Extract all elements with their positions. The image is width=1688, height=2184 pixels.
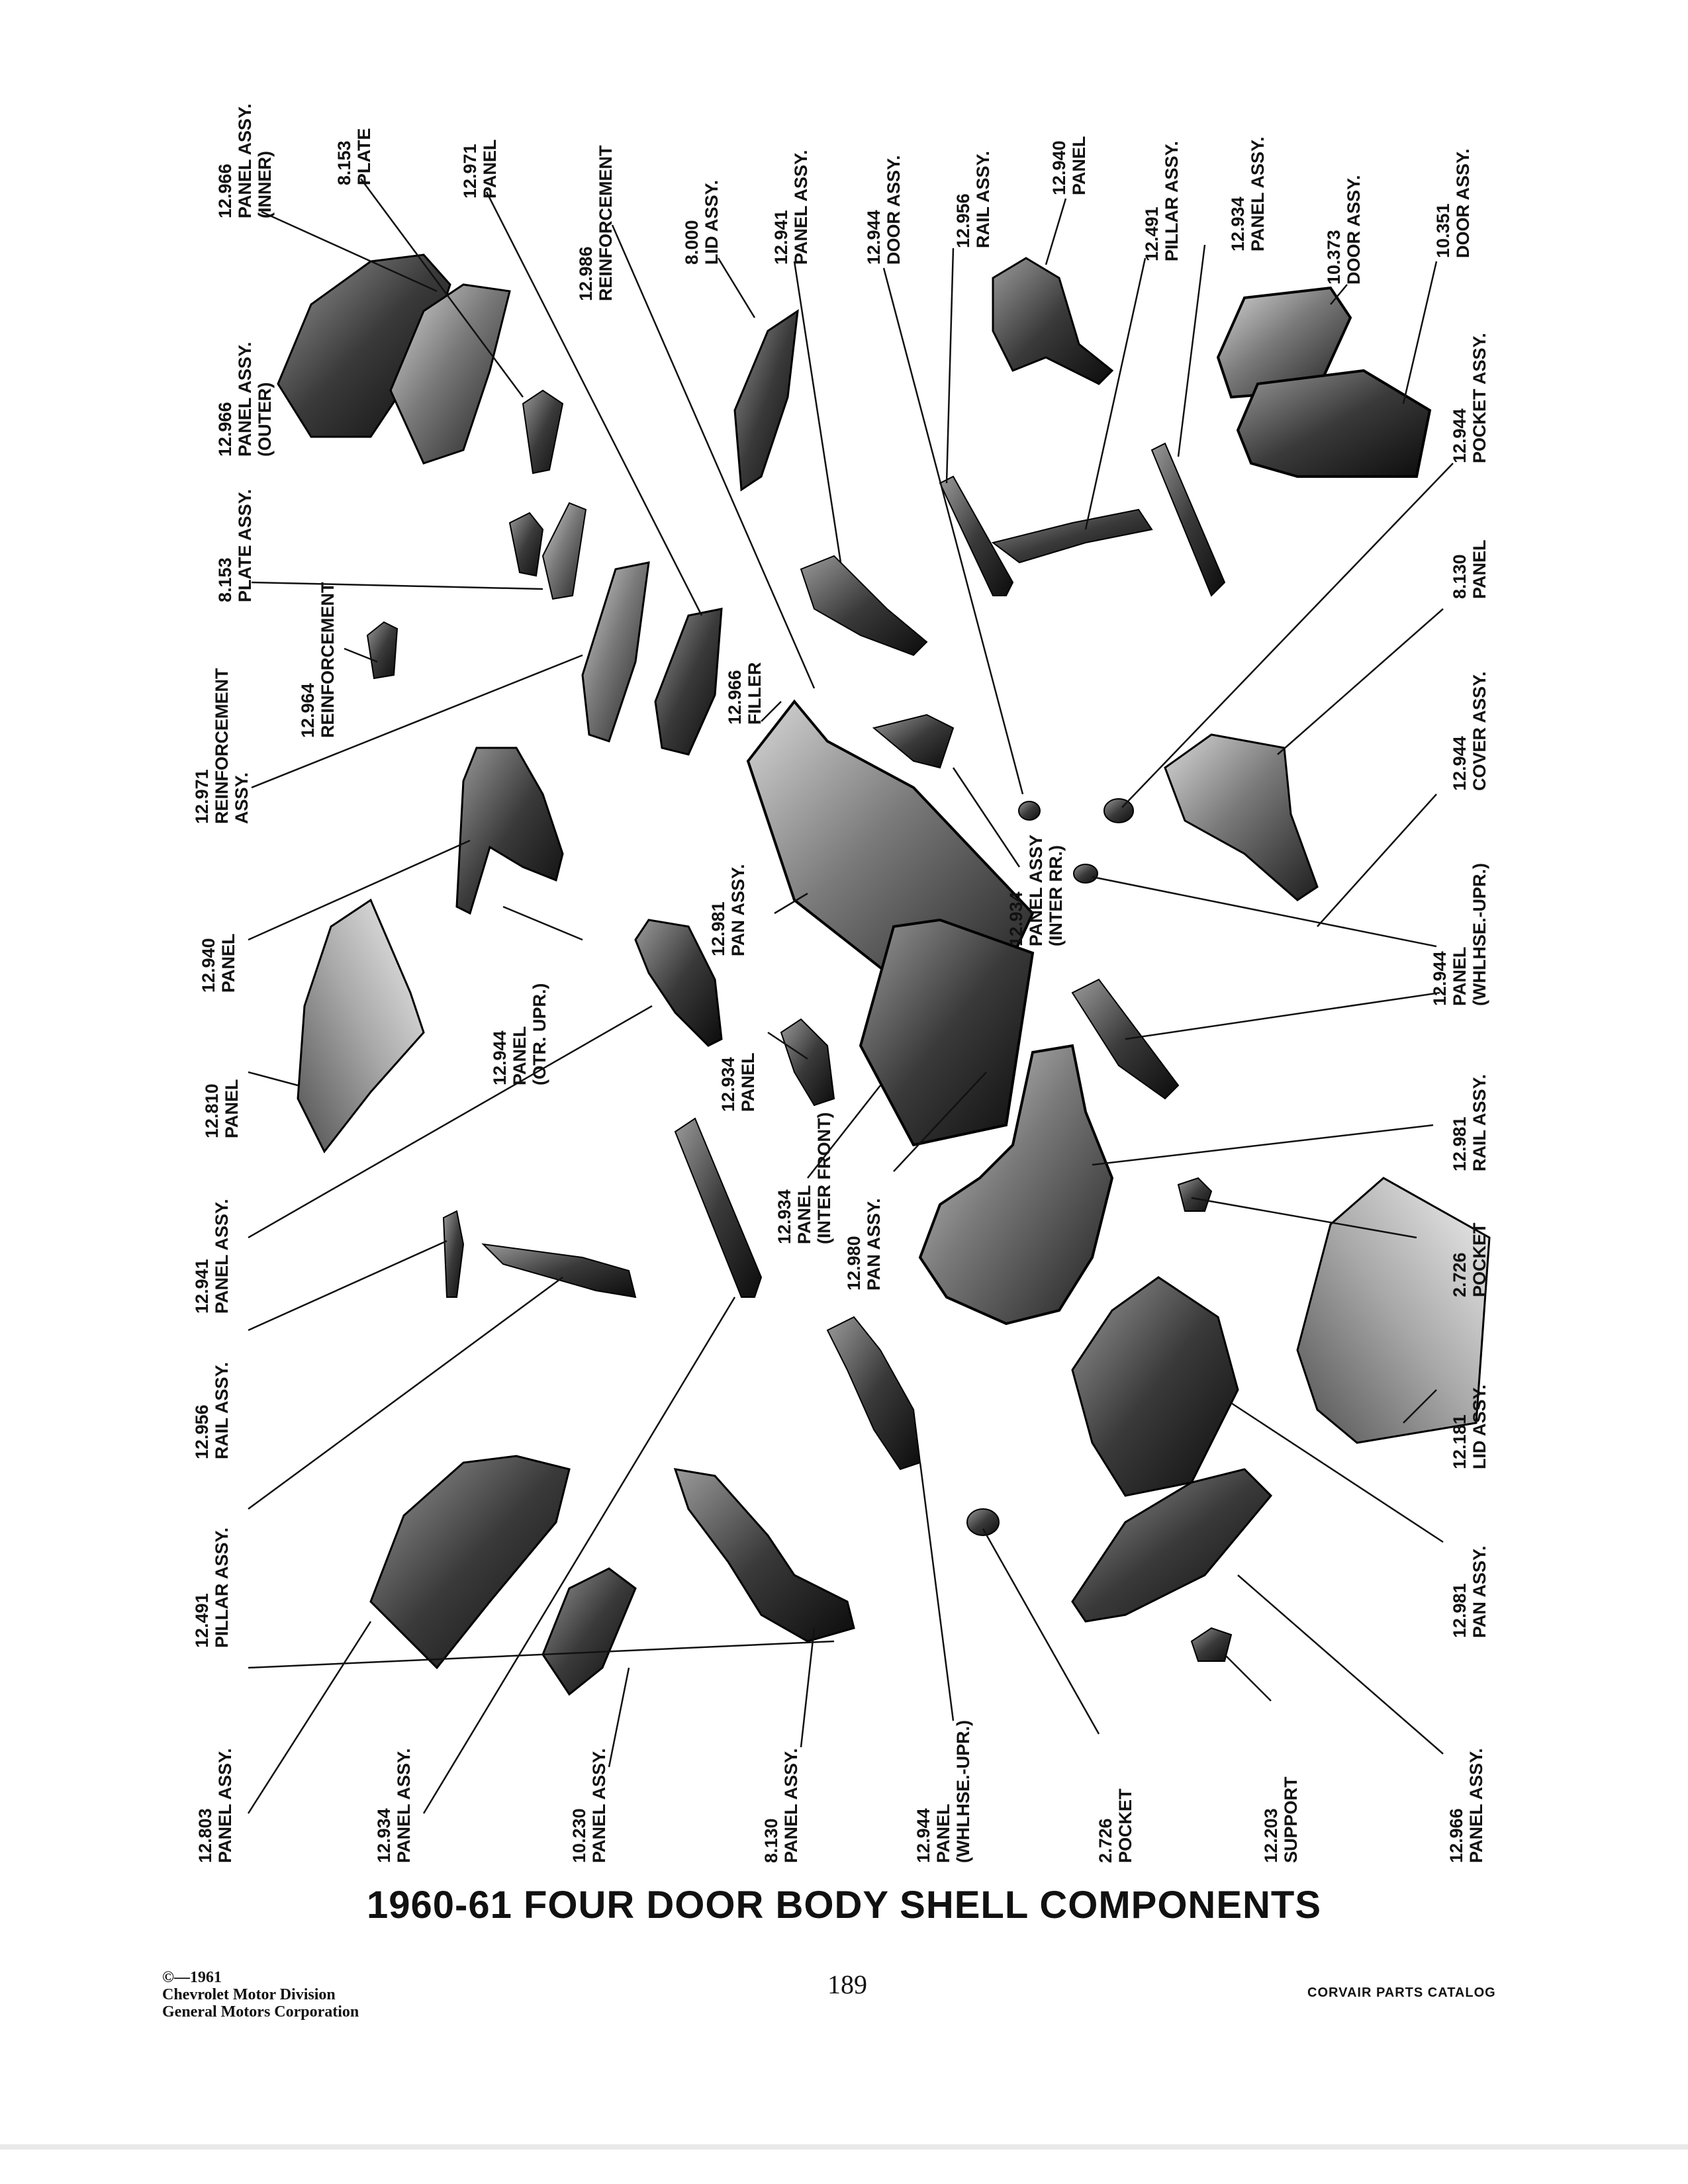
part-pocket-2726-lower <box>966 1508 1000 1536</box>
part-pan-assy-12981 <box>746 699 1035 1001</box>
part-pillar-assy-12491-upper <box>991 508 1153 564</box>
part-pocket-assy-12944 <box>1103 798 1134 823</box>
copyright-line: General Motors Corporation <box>162 2003 359 2021</box>
part-panel-8130 <box>1164 733 1319 901</box>
part-panel-assy-12941-upper <box>800 555 928 657</box>
part-door-assy-10373 <box>1216 286 1352 399</box>
part-rail-assy-12956-lower <box>442 1210 465 1298</box>
part-panel-12940-upper <box>992 257 1114 385</box>
part-panel-whlhse-upr-12944-lower <box>826 1316 921 1471</box>
part-panel-assy-12803 <box>369 1455 571 1670</box>
part-panel-assy-8130 <box>673 1468 855 1643</box>
part-panel-12971 <box>654 608 723 756</box>
part-panel-assy-12966-lower <box>1071 1468 1273 1623</box>
part-panel-otr-upr-12944 <box>634 919 723 1047</box>
copyright-line: Chevrolet Motor Division <box>162 1986 336 2003</box>
part-panel-assy-inter-rr-12934 <box>872 713 955 769</box>
part-reinforcement-assy-12971 <box>581 561 650 743</box>
part-panel-assy-12934-left <box>674 1117 763 1298</box>
part-plate-8153 <box>522 389 564 475</box>
part-door-assy-10351 <box>1236 369 1432 478</box>
part-lid-assy-8000 <box>733 308 799 492</box>
page-noise-strip <box>0 2144 1688 2150</box>
part-plate-assy-8153 <box>508 502 587 600</box>
part-cover-assy-12944 <box>1073 864 1098 884</box>
catalog-name: CORVAIR PARTS CATALOG <box>1307 1985 1496 2000</box>
part-panel-assy-12934-upper <box>1150 442 1226 597</box>
page-title: 1960-61 FOUR DOOR BODY SHELL COMPONENTS <box>366 1884 1322 1927</box>
part-pocket-2726-right <box>1177 1177 1213 1212</box>
part-panel-12934-small <box>780 1018 835 1107</box>
part-rail-assy-12956-upper <box>939 475 1014 596</box>
part-panel-12810 <box>297 898 425 1154</box>
part-rail-assy-12981 <box>918 1044 1114 1326</box>
part-small-pocket-12934 <box>1018 801 1041 821</box>
part-inner-panel-12966 <box>389 283 511 465</box>
part-panel-assy-10230 <box>541 1567 637 1696</box>
leader-lines <box>247 178 1454 1814</box>
part-support-12203 <box>1190 1627 1233 1662</box>
page-number: 189 <box>827 1970 867 1999</box>
copyright-line: ©—1961 <box>162 1969 222 1986</box>
part-panel-12940-lower <box>455 747 564 915</box>
part-lid-assy-12181 <box>1296 1177 1491 1444</box>
part-pan-assy-12980 <box>859 918 1035 1147</box>
part-reinforcement-12964 <box>366 621 399 680</box>
part-pillar-assy-12491-lower <box>481 1243 637 1298</box>
copyright-block: ©—1961 Chevrolet Motor Division General … <box>162 1969 359 2021</box>
part-pan-assy-12981-lower <box>1071 1276 1239 1497</box>
